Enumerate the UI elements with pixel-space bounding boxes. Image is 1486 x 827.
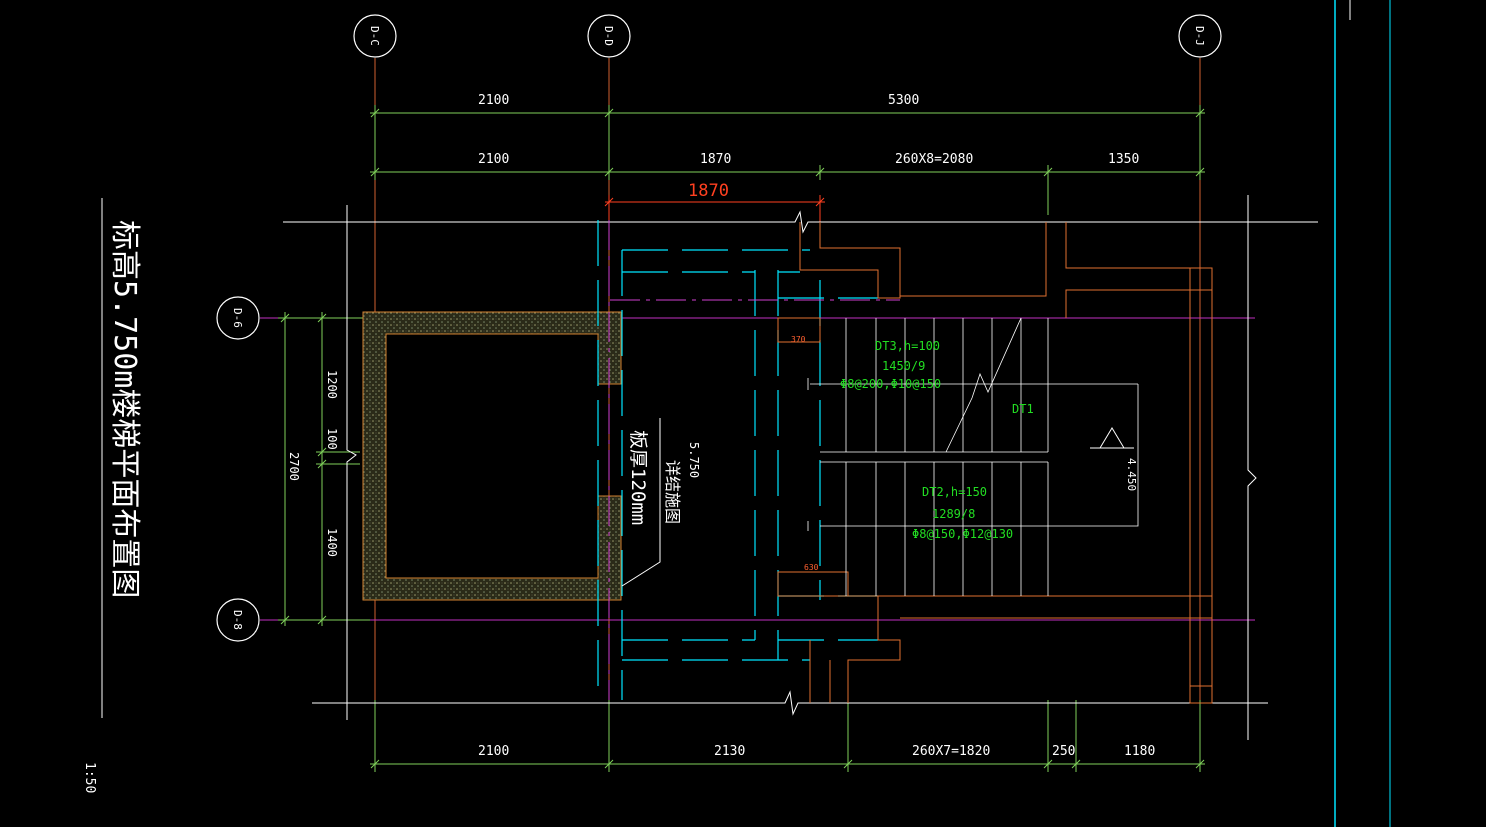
- axis-bubble-dc[interactable]: D-C: [353, 14, 397, 58]
- drawing-title: 标高5.750m楼梯平面布置图 1:50: [82, 198, 142, 793]
- slab-note-ref: 详结施图: [663, 460, 682, 524]
- bottom-dimensions: [370, 700, 1205, 772]
- small-dim-630: 630: [804, 563, 819, 572]
- axis-label-d6: D-6: [231, 308, 244, 328]
- axis-bubble-dj[interactable]: D-J: [1178, 14, 1222, 58]
- dim-bot-c: 260X7=1820: [912, 744, 990, 759]
- viewport-border: [1334, 0, 1391, 827]
- dim-left-1200: 1200: [325, 370, 339, 399]
- axis-label-dj: D-J: [1193, 26, 1206, 46]
- stair-outline-orange: [777, 222, 1213, 704]
- slab-note: 5.750 板厚120mm 详结施图: [621, 418, 701, 587]
- dt3-steps: 1450/9: [882, 359, 925, 373]
- dim-left-outer: 2700: [287, 452, 301, 481]
- dim-bot-a: 2100: [478, 744, 509, 759]
- dim-bot-e: 1180: [1124, 744, 1155, 759]
- dt2-steps: 1289/8: [932, 507, 975, 521]
- dt2-label: DT2,h=150: [922, 485, 987, 499]
- dim-bot-b: 2130: [714, 744, 745, 759]
- title-text: 标高5.750m楼梯平面布置图: [107, 220, 142, 598]
- dim-bot-d: 250: [1052, 744, 1075, 759]
- break-lines: [283, 195, 1318, 740]
- dim-top1-a: 2100: [478, 93, 509, 108]
- level-mark: 4.450: [1090, 427, 1138, 491]
- stair-treads: [807, 317, 1139, 596]
- dt3-rebar: Φ8@200,Φ10@150: [840, 377, 941, 391]
- axis-label-dc: D-C: [368, 26, 381, 46]
- dim-left-1400: 1400: [325, 528, 339, 557]
- dim-top2-c: 260X8=2080: [895, 152, 973, 167]
- dim-top1-b: 5300: [888, 93, 919, 108]
- axis-lines: [260, 58, 1255, 770]
- left-dimensions: [278, 312, 370, 626]
- slab-note-thickness: 板厚120mm: [627, 430, 649, 525]
- dt2-rebar: Φ8@150,Φ12@130: [912, 527, 1013, 541]
- level-text: 4.450: [1125, 458, 1138, 491]
- dt1-label: DT1: [1012, 402, 1034, 416]
- slab-note-level: 5.750: [687, 442, 701, 478]
- axis-bubble-d8[interactable]: D-8: [216, 598, 260, 642]
- scale-text: 1:50: [82, 762, 97, 793]
- dt3-label: DT3,h=100: [875, 339, 940, 353]
- axis-bubble-dd[interactable]: D-D: [587, 14, 631, 58]
- dim-top2-a: 2100: [478, 152, 509, 167]
- dim-top2-d: 1350: [1108, 152, 1139, 167]
- centre-lines-magenta: [608, 220, 900, 700]
- small-dim-370: 370: [791, 335, 806, 344]
- red-dimension: [604, 195, 825, 222]
- shaft-walls: [362, 311, 622, 601]
- dim-top2-b: 1870: [700, 152, 731, 167]
- top-dimensions: [370, 105, 1205, 215]
- axis-label-d8: D-8: [231, 610, 244, 630]
- axis-label-dd: D-D: [602, 26, 615, 46]
- dim-red: 1870: [688, 181, 729, 201]
- dim-left-100: 100: [325, 428, 339, 450]
- axis-bubble-d6[interactable]: D-6: [216, 296, 260, 340]
